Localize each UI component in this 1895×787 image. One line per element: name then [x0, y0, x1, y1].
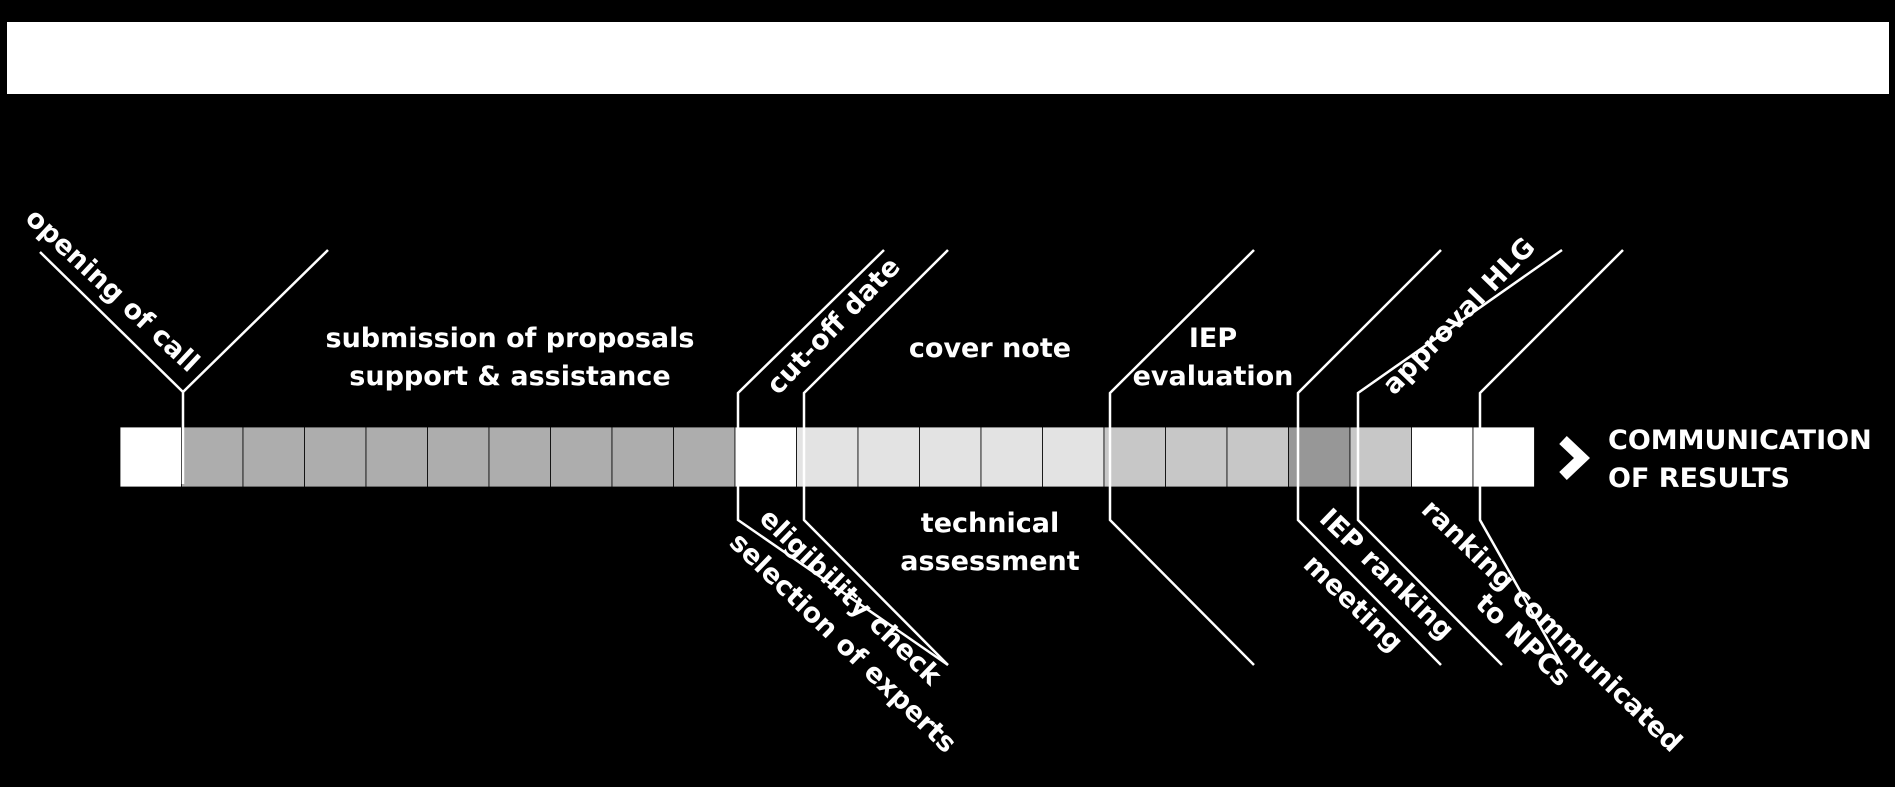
header-bar — [7, 22, 1889, 94]
label-iep-line1: IEP — [1189, 323, 1237, 354]
connector-cutoff — [736, 249, 949, 667]
label-opening-of-call: opening of call — [19, 202, 205, 378]
timeline-cell — [611, 426, 674, 488]
timeline-cell — [304, 426, 367, 488]
connector-iep-evaluation — [1108, 249, 1255, 666]
timeline-cell — [1226, 426, 1289, 488]
connector-submission — [182, 249, 329, 393]
timeline-cell — [1042, 426, 1105, 488]
label-submission-line1: submission of proposals — [326, 323, 695, 354]
label-iep-line2: evaluation — [1133, 361, 1294, 392]
timeline-cell — [1165, 426, 1228, 488]
connector-lines — [39, 248, 1624, 667]
label-communication: COMMUNICATION — [1608, 425, 1872, 456]
timeline-bar — [119, 426, 1535, 488]
connector-cover-note — [802, 249, 949, 666]
timeline-cell — [1349, 426, 1412, 488]
timeline-cell — [242, 426, 305, 488]
timeline-cell — [734, 426, 797, 488]
chevron-right-icon — [1559, 436, 1590, 480]
timeline-cell — [1103, 426, 1166, 488]
timeline-cell — [1411, 426, 1474, 488]
timeline-cell — [857, 426, 920, 488]
label-technical-line1: technical — [921, 508, 1059, 539]
label-technical-line2: assessment — [900, 546, 1079, 577]
label-cover-note: cover note — [909, 333, 1071, 364]
timeline-cell — [1472, 426, 1535, 488]
timeline-cell — [119, 426, 182, 488]
label-cut-off-date: cut-off date — [761, 251, 907, 401]
timeline-cell — [796, 426, 859, 488]
timeline-cell — [365, 426, 428, 488]
timeline-cell — [673, 426, 736, 488]
timeline-cell — [181, 426, 244, 488]
label-of-results: OF RESULTS — [1608, 463, 1790, 494]
label-approval-hlg: approval HLG — [1377, 232, 1542, 401]
timeline-cell — [550, 426, 613, 488]
timeline-cell — [980, 426, 1043, 488]
connector-ranking — [1296, 249, 1442, 666]
timeline-cell — [427, 426, 490, 488]
label-submission-line2: support & assistance — [349, 361, 670, 392]
timeline-cell — [919, 426, 982, 488]
connector-approval — [1356, 248, 1563, 666]
connector-communicated — [1478, 249, 1624, 666]
timeline-cell — [488, 426, 551, 488]
